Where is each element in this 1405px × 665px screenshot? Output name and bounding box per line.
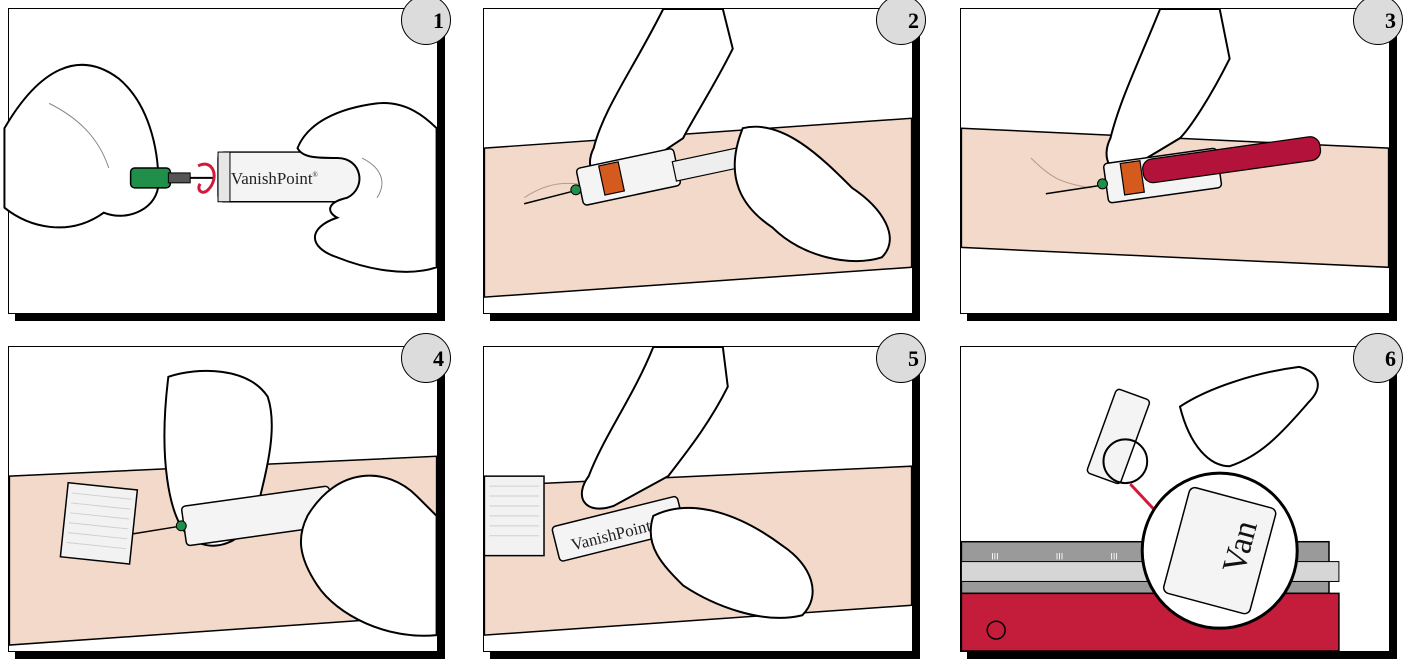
step-panel-4: 4	[8, 333, 451, 652]
step-5-illustration: VanishPoint	[483, 346, 913, 636]
step-panel-5: VanishPoint 5	[483, 333, 926, 652]
biohazard-icon	[986, 620, 1006, 640]
step-3-illustration	[960, 8, 1390, 269]
step-number-5: 5	[908, 346, 919, 371]
step-number-2: 2	[908, 8, 919, 33]
sharps-container-body	[960, 592, 1340, 652]
step-4-illustration	[8, 369, 438, 646]
step-panel-1: VanishPoint® 1	[3, 0, 451, 314]
upper-gloved-hand	[580, 346, 729, 510]
twist-arrow	[197, 162, 216, 194]
container-mark-2: III	[1056, 552, 1063, 562]
step-panel-3: 3	[960, 0, 1403, 314]
step-badge-3: 3	[1353, 0, 1403, 45]
step-number-3: 3	[1385, 8, 1396, 33]
step-badge-6: 6	[1353, 333, 1403, 383]
step-6-illustration: III III III Van	[960, 365, 1340, 652]
open-hand	[1178, 365, 1319, 468]
supporting-gloved-hand	[733, 125, 891, 263]
step-badge-4: 4	[401, 333, 451, 383]
container-mark-1: III	[991, 552, 998, 562]
step-number-1: 1	[433, 8, 444, 33]
right-gloved-hand	[296, 102, 438, 273]
right-gloved-hand	[649, 506, 814, 619]
step-number-4: 4	[433, 346, 444, 371]
step-2-illustration	[483, 8, 913, 298]
brand-label-1: VanishPoint®	[231, 169, 318, 188]
right-gloved-hand	[299, 474, 438, 637]
tube-cap	[598, 161, 626, 196]
tube-cap	[1119, 160, 1145, 196]
step-badge-5: 5	[876, 333, 926, 383]
blood-filled-tube	[1142, 136, 1322, 184]
container-mark-3: III	[1110, 552, 1117, 562]
step-badge-2: 2	[876, 0, 926, 45]
patient-arm	[960, 127, 1390, 269]
step-panel-6: III III III Van 6	[960, 333, 1403, 652]
step-number-6: 6	[1385, 346, 1396, 371]
step-panel-2: 2	[483, 0, 926, 314]
left-gloved-hand	[3, 63, 160, 229]
step-1-illustration: VanishPoint®	[3, 63, 438, 273]
step-badge-1: 1	[401, 0, 451, 45]
needle-green-hub	[129, 167, 172, 189]
disposed-holder	[1086, 388, 1151, 485]
